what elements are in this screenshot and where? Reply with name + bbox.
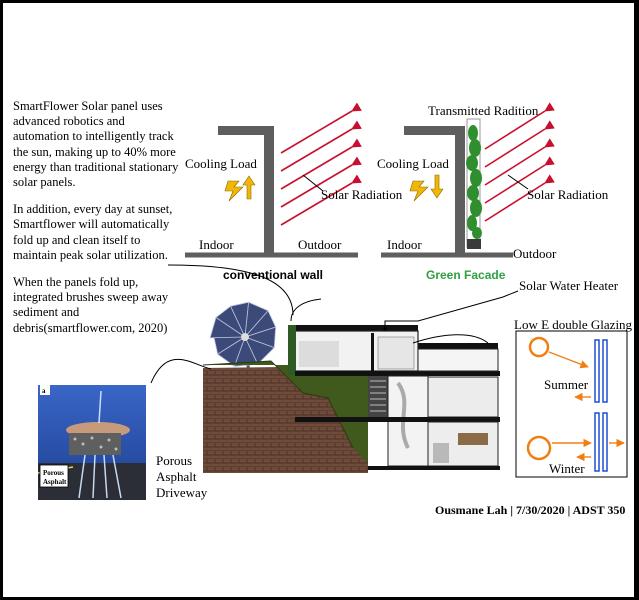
porous-label-line3: Driveway: [156, 485, 208, 500]
spiral-stair: [396, 381, 410, 449]
conventional-wall: [264, 126, 274, 256]
green-facade-diagram: [381, 102, 555, 258]
foundation-slab: [368, 466, 500, 470]
porous-asphalt-photo: [37, 385, 146, 500]
summer-sun-icon: [528, 336, 550, 358]
house-section: [150, 290, 519, 473]
photo-corner-tag-box: [40, 385, 50, 395]
water-heater-leader: [384, 290, 519, 329]
description-paragraph-2: In addition, every day at sunset, Smartf…: [13, 202, 173, 262]
grass-slope: [203, 361, 368, 463]
glass-panes-summer: [594, 339, 608, 403]
planter-box: [467, 239, 481, 249]
sheet: SmartFlower Solar panel uses advanced ro…: [3, 3, 634, 597]
porous-label-line2: Asphalt: [156, 469, 197, 484]
conventional-cooling-load-label: Cooling Load: [185, 156, 257, 171]
glazing-title: Low E double Glazing: [514, 317, 633, 332]
middle-roof-slab: [418, 343, 498, 349]
driveway-leader: [150, 359, 212, 384]
green-wall: [455, 126, 465, 256]
conventional-wall-caption: conventional wall: [223, 268, 323, 282]
photo-tag-line2: Asphalt: [43, 478, 67, 486]
porous-label-line1: Porous: [156, 453, 192, 468]
conventional-roof: [218, 126, 274, 135]
green-outdoor-label: Outdoor: [513, 246, 557, 261]
conventional-radiation-leader: [302, 174, 324, 192]
description-paragraph-3: When the panels fold up, integrated brus…: [13, 275, 169, 335]
photo-corner-tag: a: [42, 387, 46, 395]
glass-panes-winter: [594, 412, 608, 472]
floor-slab-1: [295, 371, 500, 376]
stair-core: [368, 376, 388, 418]
description-block: SmartFlower Solar panel uses advanced ro…: [13, 99, 181, 348]
illustration-canvas: Cooling Load Solar Radiation Indoor Outd…: [37, 102, 633, 517]
green-wall-strip: [288, 325, 296, 375]
green-roof: [404, 126, 465, 135]
conventional-solar-radiation-label: Solar Radiation: [321, 187, 403, 202]
arrow-up-icon: [242, 175, 256, 200]
water-streams: [78, 390, 122, 499]
winter-label: Winter: [549, 461, 585, 476]
green-solar-radiation-label: Solar Radiation: [527, 187, 609, 202]
green-facade-caption: Green Facade: [426, 268, 506, 282]
transmitted-radiation-label: Transmitted Radition: [428, 103, 539, 118]
green-cooling-load-label: Cooling Load: [377, 156, 449, 171]
floor-slab-2: [295, 417, 500, 422]
photo-tag-line1: Porous: [43, 469, 64, 477]
arrow-down-icon: [430, 174, 444, 199]
kitchen-counter: [458, 433, 488, 445]
green-foliage: [466, 125, 482, 239]
middle-room: [427, 376, 499, 418]
solar-water-heater-label: Solar Water Heater: [519, 278, 619, 293]
photo-tag-box: [39, 464, 69, 488]
smartflower-solar-panel: [167, 264, 294, 374]
conventional-indoor-label: Indoor: [199, 237, 234, 252]
green-radiation-arrows: [484, 102, 555, 222]
conventional-heat-bolt-icon: [224, 180, 244, 202]
upper-roof-slab: [293, 325, 418, 331]
porous-sample: [69, 433, 121, 455]
conventional-radiation-arrows: [280, 102, 362, 226]
smartflower-leader: [167, 264, 294, 316]
low-e-glazing-panel: [515, 330, 628, 478]
green-indoor-label: Indoor: [387, 237, 422, 252]
glazing-leader: [412, 334, 489, 344]
conventional-wall-diagram: [185, 102, 362, 258]
footer-credit: Ousmane Lah | 7/30/2020 | ADST 350: [435, 503, 625, 517]
summer-label: Summer: [544, 377, 589, 392]
green-radiation-leader: [507, 174, 529, 190]
green-heat-bolt-icon: [409, 180, 429, 202]
winter-sun-icon: [526, 435, 552, 461]
conventional-outdoor-label: Outdoor: [298, 237, 342, 252]
description-paragraph-1: SmartFlower Solar panel uses advanced ro…: [13, 99, 179, 190]
